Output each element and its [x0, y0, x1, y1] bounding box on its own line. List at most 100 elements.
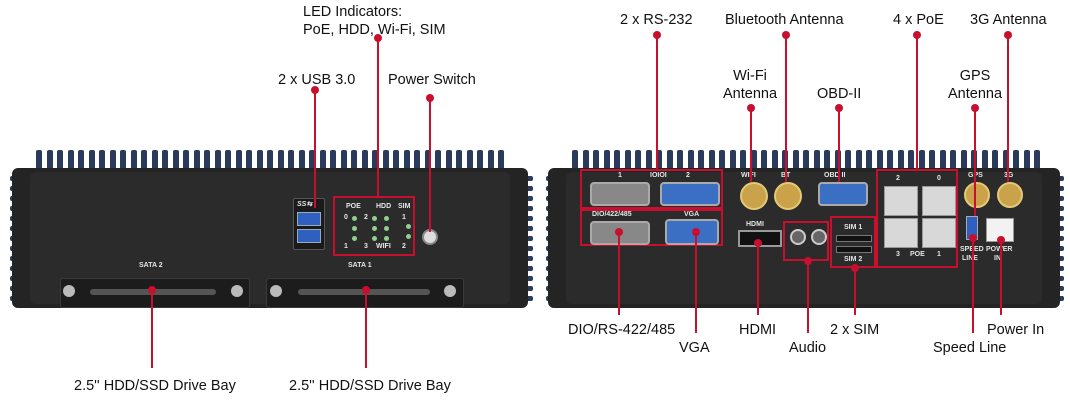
rear-fin: [656, 150, 662, 172]
vga-port[interactable]: [665, 219, 719, 245]
speed-label-2: LINE: [962, 255, 978, 262]
rear-fin: [834, 150, 841, 172]
poe-port-2[interactable]: [884, 186, 918, 216]
sim1-slot[interactable]: [836, 235, 872, 242]
rear-fin: [1013, 150, 1019, 172]
sim2-slot[interactable]: [836, 246, 872, 253]
power-label-2: IN: [994, 255, 1001, 262]
front-fin: [298, 150, 305, 172]
poe-port-3[interactable]: [884, 218, 918, 248]
front-fin: [88, 150, 95, 172]
front-fin: [151, 150, 158, 172]
obd-ii-port[interactable]: [818, 182, 868, 206]
rear-fin: [614, 150, 620, 172]
drive-bay-right-screw-r: [444, 285, 456, 297]
rs232-group-outline: [580, 169, 723, 209]
hdmi-port[interactable]: [738, 230, 782, 247]
rear-fin: [950, 150, 956, 172]
poe-label: POE: [910, 251, 925, 258]
rear-fin: [824, 150, 830, 172]
label-drive-bay-right: 2.5'' HDD/SSD Drive Bay: [289, 378, 451, 394]
com1-port[interactable]: [590, 182, 650, 206]
poe-num-3: 3: [896, 251, 900, 258]
vga-label: VGA: [684, 211, 700, 218]
3g-antenna-jack[interactable]: [997, 182, 1023, 208]
led-light: [372, 216, 377, 221]
rear-fin: [845, 150, 851, 172]
label-power-in: Power In: [987, 322, 1045, 338]
rear-fin: [992, 150, 998, 172]
dio-port[interactable]: [590, 221, 650, 245]
led-light: [384, 226, 389, 231]
rear-fin: [698, 150, 704, 172]
led-label-hdd: HDD: [376, 203, 392, 210]
rear-fin: [960, 150, 967, 172]
front-fin: [445, 150, 452, 172]
rear-fin: [939, 150, 946, 172]
bluetooth-antenna-jack[interactable]: [774, 182, 802, 210]
poe-num-2: 2: [896, 175, 900, 182]
rear-fin: [719, 150, 725, 172]
usb-logo: SS⇆: [297, 201, 313, 208]
hdmi-label: HDMI: [746, 221, 764, 228]
front-fin: [99, 150, 105, 172]
front-fin: [183, 150, 189, 172]
front-fin: [456, 150, 462, 172]
label-wifi-antenna-2: Antenna: [722, 86, 778, 102]
led-light: [372, 226, 377, 231]
front-fin: [235, 150, 242, 172]
usb-3-port-top[interactable]: [297, 212, 321, 226]
audio-line-out-jack[interactable]: [790, 229, 806, 245]
front-fin: [477, 150, 483, 172]
label-wifi-antenna-1: Wi-Fi: [733, 68, 767, 84]
label-rs232: 2 x RS-232: [620, 12, 693, 28]
rear-fin: [708, 150, 715, 172]
com1-label: 1: [618, 172, 622, 179]
gps-antenna-jack[interactable]: [964, 182, 990, 208]
rear-fin: [855, 150, 862, 172]
rear-fin: [908, 150, 914, 172]
label-poe: 4 x PoE: [893, 12, 944, 28]
rear-fin: [729, 150, 736, 172]
rear-fin: [866, 150, 872, 172]
wifi-antenna-jack[interactable]: [740, 182, 768, 210]
front-fin: [330, 150, 336, 172]
rear-fin: [771, 150, 778, 172]
led-light: [352, 236, 357, 241]
led-label-sim: SIM: [398, 203, 411, 210]
rear-fin: [887, 150, 893, 172]
front-fin: [36, 150, 42, 172]
speed-line-connector[interactable]: [966, 216, 978, 240]
led-label-poe: POE: [346, 203, 361, 210]
usb-3-port-bottom[interactable]: [297, 229, 321, 243]
sata2-label: SATA 2: [139, 262, 163, 269]
rear-fin: [582, 150, 589, 172]
front-fin: [172, 150, 179, 172]
poe-port-1[interactable]: [922, 218, 956, 248]
dio-label: DIO/422/485: [592, 211, 632, 218]
drive-bay-left-screw-r: [231, 285, 243, 297]
front-fin: [435, 150, 441, 172]
front-fin: [466, 150, 473, 172]
front-fin: [78, 150, 84, 172]
rear-fin: [572, 150, 578, 172]
power-in-connector[interactable]: [986, 218, 1014, 242]
led-num-3: 3: [364, 243, 368, 250]
label-audio: Audio: [789, 340, 827, 356]
poe-port-0[interactable]: [922, 186, 956, 216]
com2-port[interactable]: [660, 182, 720, 206]
led-num-1: 1: [344, 243, 348, 250]
audio-mic-jack[interactable]: [811, 229, 827, 245]
sata1-label: SATA 1: [348, 262, 372, 269]
label-led-indicators-2: PoE, HDD, Wi-Fi, SIM: [303, 22, 446, 38]
label-hdmi: HDMI: [739, 322, 777, 338]
rear-fin: [687, 150, 694, 172]
rear-fin: [929, 150, 935, 172]
rear-fin: [740, 150, 746, 172]
rear-fin: [1002, 150, 1009, 172]
poe-outline: [876, 169, 958, 268]
rear-fin: [677, 150, 683, 172]
rear-fin: [603, 150, 610, 172]
rear-fin: [981, 150, 988, 172]
